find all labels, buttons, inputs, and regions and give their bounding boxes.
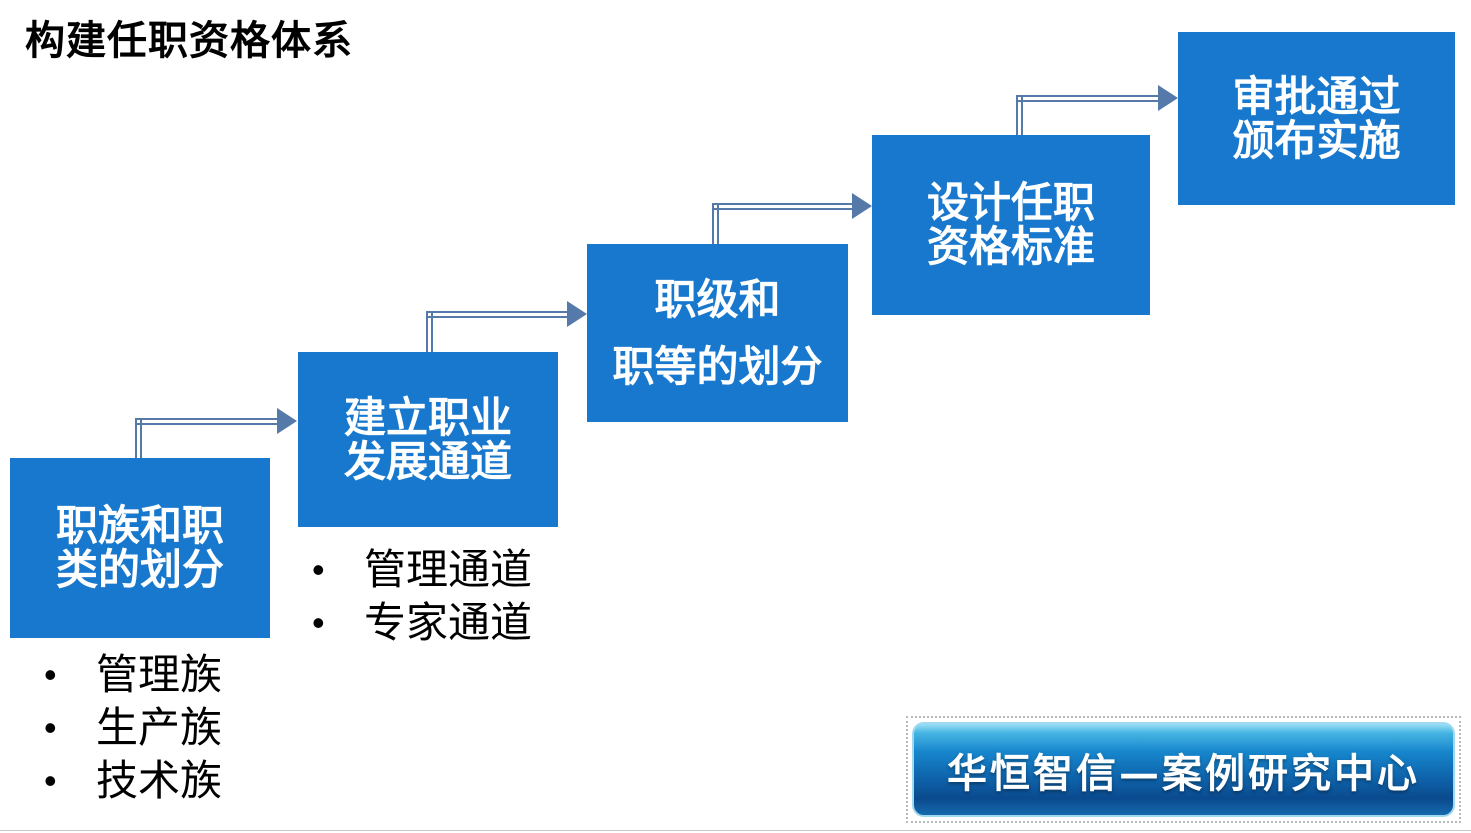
connector-2-vertical-line <box>426 311 433 352</box>
bullet-list-channels: 管理通道 专家通道 <box>306 543 532 649</box>
step-box-rank-grade-division: 职级和 职等的划分 <box>587 244 848 422</box>
list-item: 技术族 <box>38 754 222 807</box>
step-box-approve-publish: 审批通过 颁布实施 <box>1178 32 1455 205</box>
step-box-job-family-division: 职族和职 类的划分 <box>10 458 270 638</box>
footer-banner: 华恒智信—案例研究中心 <box>912 722 1455 817</box>
list-item: 管理通道 <box>306 543 532 596</box>
connector-2-horizontal-line <box>426 311 567 318</box>
connector-1-vertical-line <box>135 418 142 458</box>
step-box-design-standards: 设计任职 资格标准 <box>872 135 1150 315</box>
footer-banner-text: 华恒智信—案例研究中心 <box>947 749 1420 797</box>
connector-3-vertical-line <box>712 203 719 244</box>
arrow-right-icon <box>277 408 297 434</box>
list-item: 生产族 <box>38 701 222 754</box>
selection-marquee <box>906 716 1461 823</box>
page-title: 构建任职资格体系 <box>25 19 353 63</box>
arrow-right-icon <box>1158 85 1178 111</box>
connector-3-horizontal-line <box>712 203 852 210</box>
list-item: 管理族 <box>38 648 222 701</box>
arrow-right-icon <box>567 301 587 327</box>
connector-4-horizontal-line <box>1016 95 1158 102</box>
step-box-career-channels: 建立职业 发展通道 <box>298 352 558 527</box>
arrow-right-icon <box>852 193 872 219</box>
list-item: 专家通道 <box>306 596 532 649</box>
slide-bottom-border <box>0 830 1471 831</box>
bullet-list-job-families: 管理族 生产族 技术族 <box>38 648 222 807</box>
connector-1-horizontal-line <box>135 418 277 425</box>
connector-4-vertical-line <box>1016 95 1023 135</box>
